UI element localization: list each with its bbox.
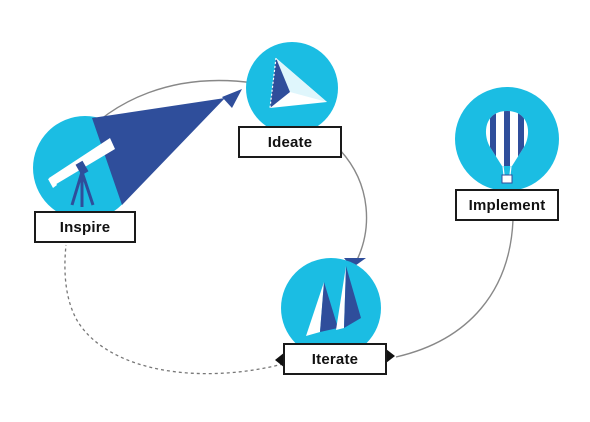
folded-paper-sails-icon bbox=[306, 266, 361, 336]
connector-iterate-inspire-dashed bbox=[64, 244, 284, 375]
implement-label: Implement bbox=[455, 189, 559, 221]
iterate-left-diamond bbox=[275, 352, 285, 368]
inspire-label: Inspire bbox=[34, 211, 136, 243]
connector-iterate-implement bbox=[395, 219, 514, 358]
telescope-icon bbox=[48, 138, 115, 207]
iterate-label: Iterate bbox=[283, 343, 387, 375]
ideate-label: Ideate bbox=[238, 126, 342, 158]
iterate-arrowhead bbox=[344, 258, 366, 268]
ideate-arrowhead bbox=[222, 89, 242, 108]
telescope-beam bbox=[92, 98, 225, 205]
paper-plane-icon bbox=[269, 57, 327, 109]
iterate-right-diamond bbox=[386, 349, 395, 363]
connector-ideate-iterate bbox=[339, 149, 368, 263]
